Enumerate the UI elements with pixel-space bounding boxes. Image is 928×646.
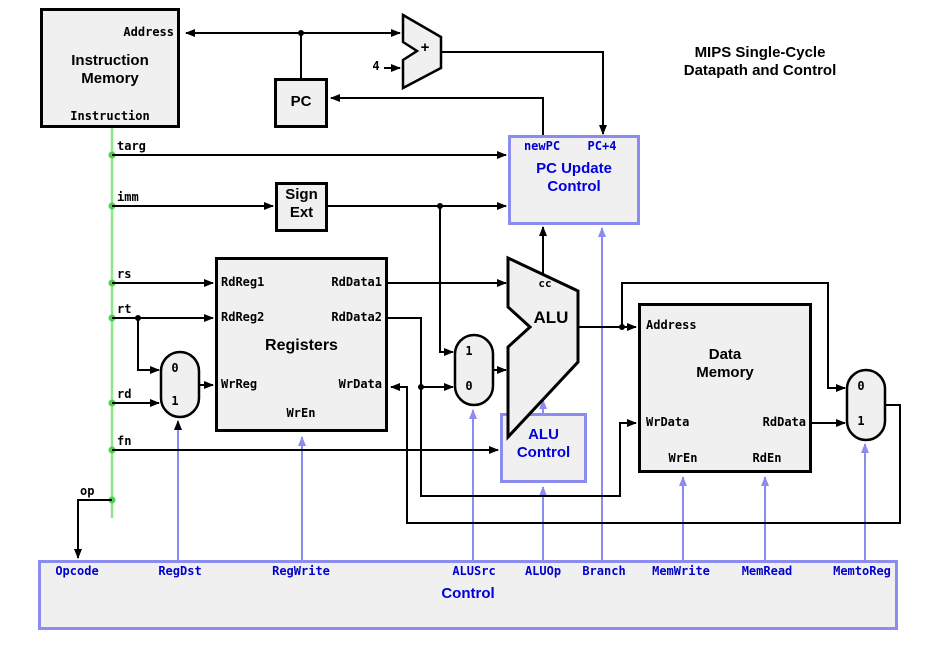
imem-address-port: Address	[123, 25, 174, 39]
wire-adder-to-pcupdate	[441, 51, 607, 135]
dmem-address-port: Address	[646, 318, 697, 332]
wire-label-fn: fn	[117, 434, 132, 448]
wire-op	[74, 499, 112, 559]
control-signal-memtoreg: MemtoReg	[833, 564, 891, 578]
control-signal-regwrite: RegWrite	[272, 564, 330, 578]
reg-rddata1-port: RdData1	[331, 275, 382, 289]
control-signal-regdst: RegDst	[158, 564, 202, 578]
control-signal-memwrite: MemWrite	[652, 564, 710, 578]
dmem-wrdata-port: WrData	[646, 415, 690, 429]
mux-memtoreg	[845, 368, 887, 442]
adder-four-const: 4	[372, 59, 380, 73]
instruction-bus	[108, 128, 116, 518]
alu-control-title: ALU Control	[516, 426, 571, 461]
control-block	[38, 560, 898, 630]
mux-alusrc-top-label: 1	[465, 344, 473, 358]
registers-title: Registers	[265, 337, 338, 354]
pc-update-control-block	[508, 135, 640, 225]
control-signal-alusrc: ALUSrc	[452, 564, 496, 578]
wire-label-imm: imm	[117, 190, 139, 204]
alu-title: ALU	[533, 308, 569, 327]
mux-memtoreg-top-label: 0	[857, 379, 865, 393]
mux-regdst-bottom-label: 1	[171, 394, 179, 408]
dmem-rddata-port: RdData	[762, 415, 806, 429]
wire-rt-to-mux	[137, 318, 160, 374]
pc-block	[274, 78, 328, 128]
alu-cc-port: cc	[538, 277, 552, 290]
reg-rdreg2-port: RdReg2	[221, 310, 265, 324]
control-signal-aluop: ALUOp	[524, 564, 562, 578]
dmem-rden-port: RdEn	[752, 451, 782, 465]
mux-alusrc-bottom-label: 0	[465, 379, 473, 393]
mux-regdst-top-label: 0	[171, 361, 179, 375]
pc-update-control-title: PC Update Control	[536, 160, 612, 195]
dmem-wren-port: WrEn	[668, 451, 698, 465]
reg-rddata2-port: RdData2	[331, 310, 382, 324]
control-title: Control	[441, 585, 495, 602]
mux-memtoreg-bottom-label: 1	[857, 414, 865, 428]
control-signal-opcode: Opcode	[55, 564, 99, 578]
reg-wren-port: WrEn	[286, 406, 316, 420]
registers-block	[215, 257, 388, 432]
adder-plus-sign: +	[420, 39, 430, 56]
reg-wrdata-port: WrData	[338, 377, 382, 391]
control-signal-branch: Branch	[582, 564, 626, 578]
instruction-memory-title: Instruction Memory	[71, 52, 149, 87]
reg-wrreg-port: WrReg	[221, 377, 258, 391]
wire-newpc-to-pc	[330, 94, 544, 135]
sign-ext-block	[275, 182, 328, 232]
pc-title: PC	[290, 93, 312, 110]
wire-rddata2	[388, 317, 422, 387]
reg-rdreg1-port: RdReg1	[221, 275, 265, 289]
mux-alusrc	[453, 333, 495, 407]
instruction-memory-block	[40, 8, 180, 128]
mux-regdst	[159, 350, 201, 419]
datapath-wires	[74, 29, 901, 559]
sign-ext-title: Sign Ext	[285, 186, 318, 221]
wire-imm-to-alusrcmux	[439, 206, 454, 356]
diagram-title: MIPS Single-Cycle Datapath and Control	[683, 44, 837, 79]
control-signal-memread: MemRead	[741, 564, 793, 578]
wire-label-op: op	[80, 484, 95, 498]
data-memory-title: Data Memory	[696, 346, 754, 381]
pcupdate-newpc-port: newPC	[523, 139, 561, 153]
wire-label-targ: targ	[117, 139, 146, 153]
pcupdate-pc4-port: PC+4	[587, 139, 617, 153]
wire-label-rd: rd	[117, 387, 132, 401]
imem-instruction-port: Instruction	[70, 109, 150, 123]
wire-label-rt: rt	[117, 302, 132, 316]
wire-label-rs: rs	[117, 267, 132, 281]
